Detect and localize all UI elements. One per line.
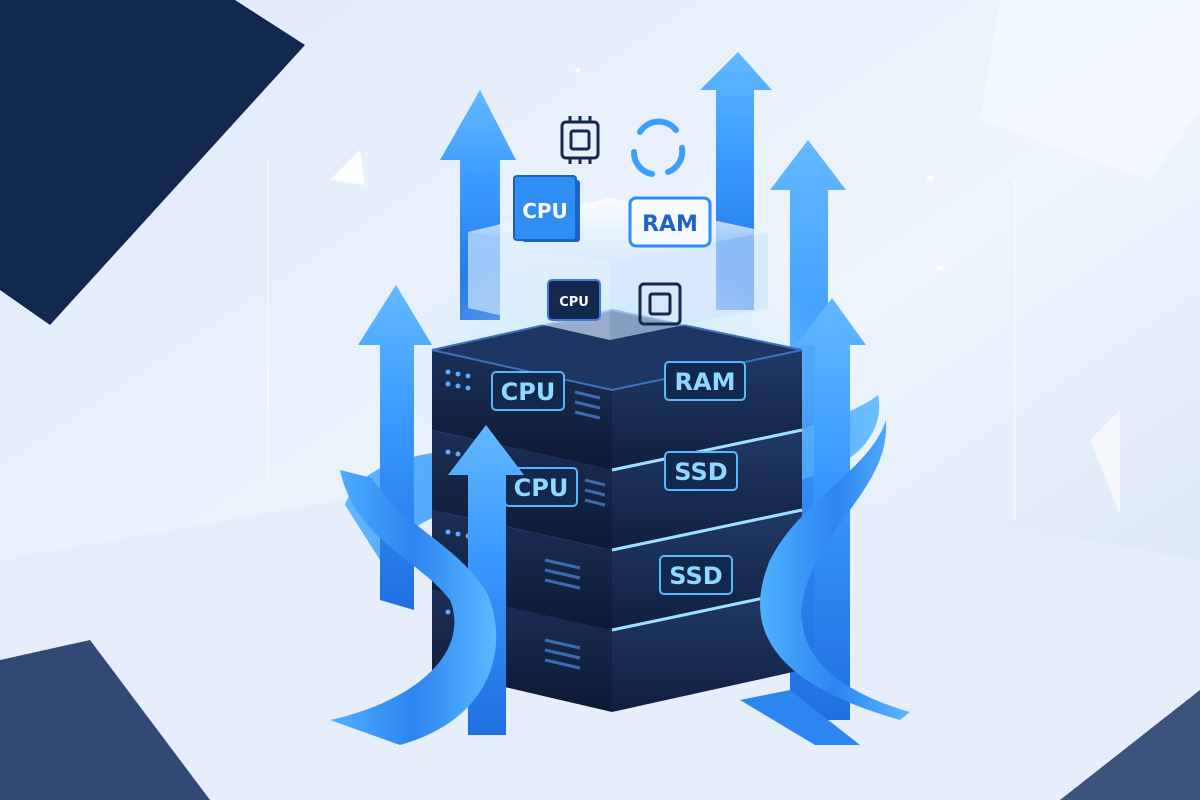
unit-3-label-right: SSD (669, 562, 722, 590)
floating-cpu-label: CPU (522, 199, 568, 223)
unit-1-label-right: RAM (675, 368, 736, 396)
dot-3 (575, 67, 581, 73)
dot-2 (927, 175, 933, 181)
swirl-ribbon-front-left (330, 470, 497, 745)
refresh-ring-icon (630, 118, 686, 177)
light-panel-top-right (980, 0, 1200, 180)
floor-shadow-left (0, 640, 210, 800)
unit-label-box (659, 555, 733, 595)
chip-icon (638, 282, 682, 326)
unit-label-box (491, 371, 565, 411)
floating-cpu-card: CPU (513, 175, 580, 242)
vent-slots (544, 390, 606, 670)
tray-cpu-label: CPU (559, 295, 589, 310)
light-triangle-left (330, 150, 365, 185)
dot-1 (937, 265, 943, 271)
chip-icon: CPU (547, 279, 601, 321)
floating-ram-label: RAM (642, 212, 698, 237)
glow-line (611, 508, 803, 552)
chip-icon (560, 116, 600, 164)
up-arrow-icon (448, 425, 524, 735)
unit-label-box (664, 451, 738, 491)
light-triangle-right (1090, 410, 1120, 515)
floor-shadow-right (1060, 690, 1200, 800)
unit-1-label-left: CPU (501, 378, 556, 406)
unit-label-box (664, 361, 746, 401)
dark-corner-shape (0, 0, 305, 325)
floating-ram-card: RAM (628, 196, 712, 248)
unit-2-label-left: CPU (514, 474, 569, 502)
swirl-ribbon-front-right (760, 420, 910, 720)
unit-2-label-right: SSD (674, 458, 727, 486)
ribbon-tail-right (740, 690, 860, 745)
glow-line (611, 428, 803, 472)
